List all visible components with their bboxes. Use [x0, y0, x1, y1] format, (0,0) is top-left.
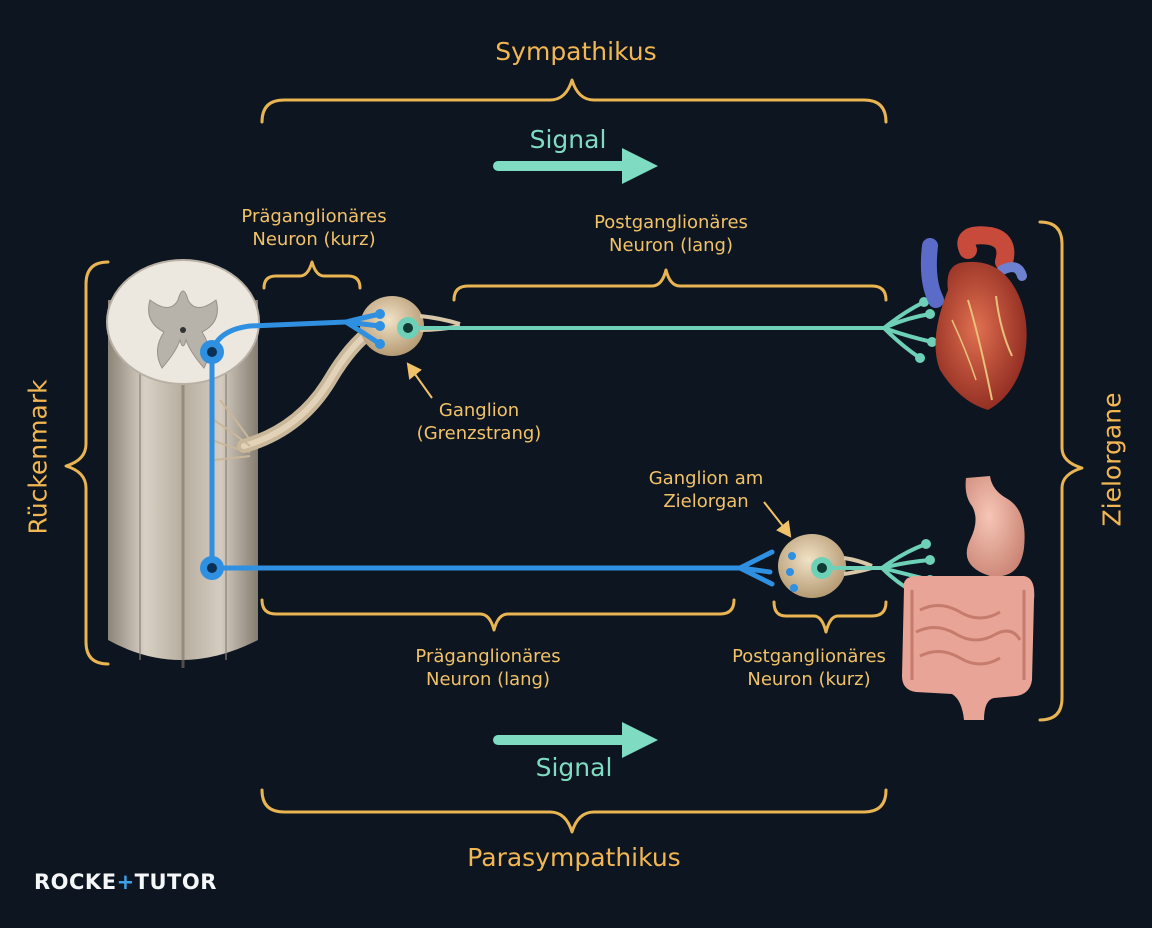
signal-arrow-top — [493, 148, 658, 184]
spinal-cord — [106, 259, 260, 668]
pointer-arrow-ganglion — [406, 362, 433, 399]
parasympathikus-label: Parasympathikus — [467, 843, 681, 872]
logo-part2: TUTOR — [134, 870, 217, 894]
post-lang-line2: Neuron (lang) — [608, 234, 733, 256]
prae-lang-line1: Präganglionäres — [415, 646, 561, 667]
prae-neuron-lang — [209, 349, 775, 587]
logo-part1: ROCKE — [34, 870, 117, 894]
prae-kurz-brace — [262, 260, 362, 290]
stomach-intestine-image — [902, 476, 1035, 720]
logo-plus-icon: + — [116, 870, 135, 894]
sympathikus-label: Sympathikus — [495, 37, 657, 66]
post-neuron-lang — [397, 297, 937, 363]
prae-kurz-line1: Präganglionäres — [241, 206, 387, 227]
prae-neuron-lang-label: Präganglionäres Neuron (lang) — [388, 646, 588, 691]
signal-label-top: Signal — [529, 125, 607, 154]
post-lang-line1: Postganglionäres — [594, 212, 748, 233]
sympathikus-brace — [260, 78, 888, 124]
post-kurz-line1: Postganglionäres — [732, 646, 886, 667]
ganglion-line1: Ganglion — [438, 400, 520, 421]
heart-image — [920, 226, 1027, 410]
zielorgane-brace — [1038, 220, 1084, 722]
ganglion-ziel-line1: Ganglion am — [648, 468, 764, 489]
prae-kurz-line2: Neuron (kurz) — [252, 228, 376, 250]
ganglion-zielorgan-label: Ganglion am Zielorgan — [626, 468, 786, 513]
post-kurz-line2: Neuron (kurz) — [747, 668, 871, 690]
zielorgane-label: Zielorgane — [1097, 392, 1127, 527]
ganglion-grenzstrang-label: Ganglion (Grenzstrang) — [394, 400, 564, 445]
signal-label-bottom: Signal — [535, 753, 613, 782]
parasympathikus-brace — [260, 788, 888, 834]
prae-neuron-kurz-label: Präganglionäres Neuron (kurz) — [214, 206, 414, 251]
rocketutor-logo: ROCKE+TUTOR — [34, 870, 217, 894]
pointer-arrow-ganglion-ziel — [763, 501, 792, 538]
post-lang-brace — [452, 268, 888, 302]
post-kurz-brace — [772, 600, 888, 634]
rueckenmark-brace — [64, 260, 110, 666]
post-neuron-kurz-label: Postganglionäres Neuron (kurz) — [704, 646, 914, 691]
braces — [64, 78, 1084, 834]
signal-arrow-bottom — [493, 722, 658, 758]
prae-lang-line2: Neuron (lang) — [425, 668, 550, 690]
post-neuron-lang-label: Postganglionäres Neuron (lang) — [566, 212, 776, 257]
prae-lang-brace — [260, 598, 736, 632]
rueckenmark-label: Rückenmark — [23, 379, 53, 535]
ganglion-ziel-line2: Zielorgan — [663, 490, 749, 512]
ganglion-line2: (Grenzstrang) — [416, 422, 542, 444]
